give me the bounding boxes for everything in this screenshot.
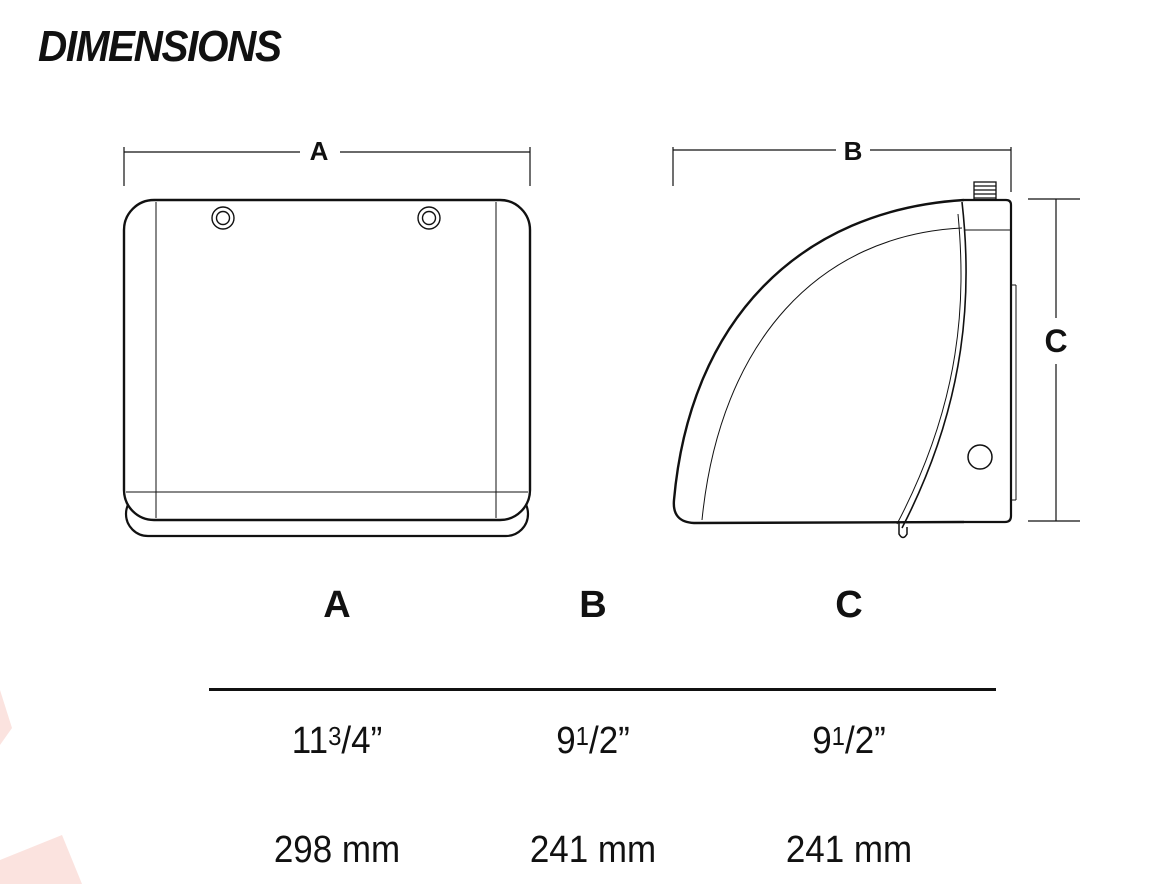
mm-value-b: 241 mm: [529, 829, 657, 871]
side-button-icon: [967, 444, 993, 470]
side-body: [672, 198, 965, 525]
page-title: DIMENSIONS: [38, 22, 282, 71]
inches-value-a: 113/4”: [291, 720, 383, 762]
cover-seam: [901, 201, 967, 529]
mm-value-c: 241 mm: [785, 829, 913, 871]
table-divider: [209, 688, 996, 691]
front-view: A: [122, 136, 532, 538]
side-back-plate: [964, 198, 1013, 524]
latch-hook-icon: [898, 522, 908, 539]
column-header-a: A: [323, 584, 351, 626]
screw-right-icon: [417, 206, 441, 230]
column-header-b: B: [579, 584, 607, 626]
dimension-b-label: B: [844, 136, 863, 166]
dimension-c-line: [1028, 198, 1080, 522]
column-header-c: C: [835, 584, 863, 626]
screw-left-icon: [211, 206, 235, 230]
inches-value-c: 91/2”: [812, 720, 886, 762]
top-fitting-icon: [973, 181, 997, 203]
dimension-c-label: C: [1044, 323, 1067, 359]
inches-value-b: 91/2”: [556, 720, 630, 762]
side-view: B C: [672, 136, 1080, 539]
front-body: [122, 198, 532, 522]
dimension-a-line: [123, 147, 531, 186]
dimension-b-line: [672, 147, 1012, 192]
mm-value-a: 298 mm: [273, 829, 401, 871]
dimension-a-label: A: [310, 136, 329, 166]
